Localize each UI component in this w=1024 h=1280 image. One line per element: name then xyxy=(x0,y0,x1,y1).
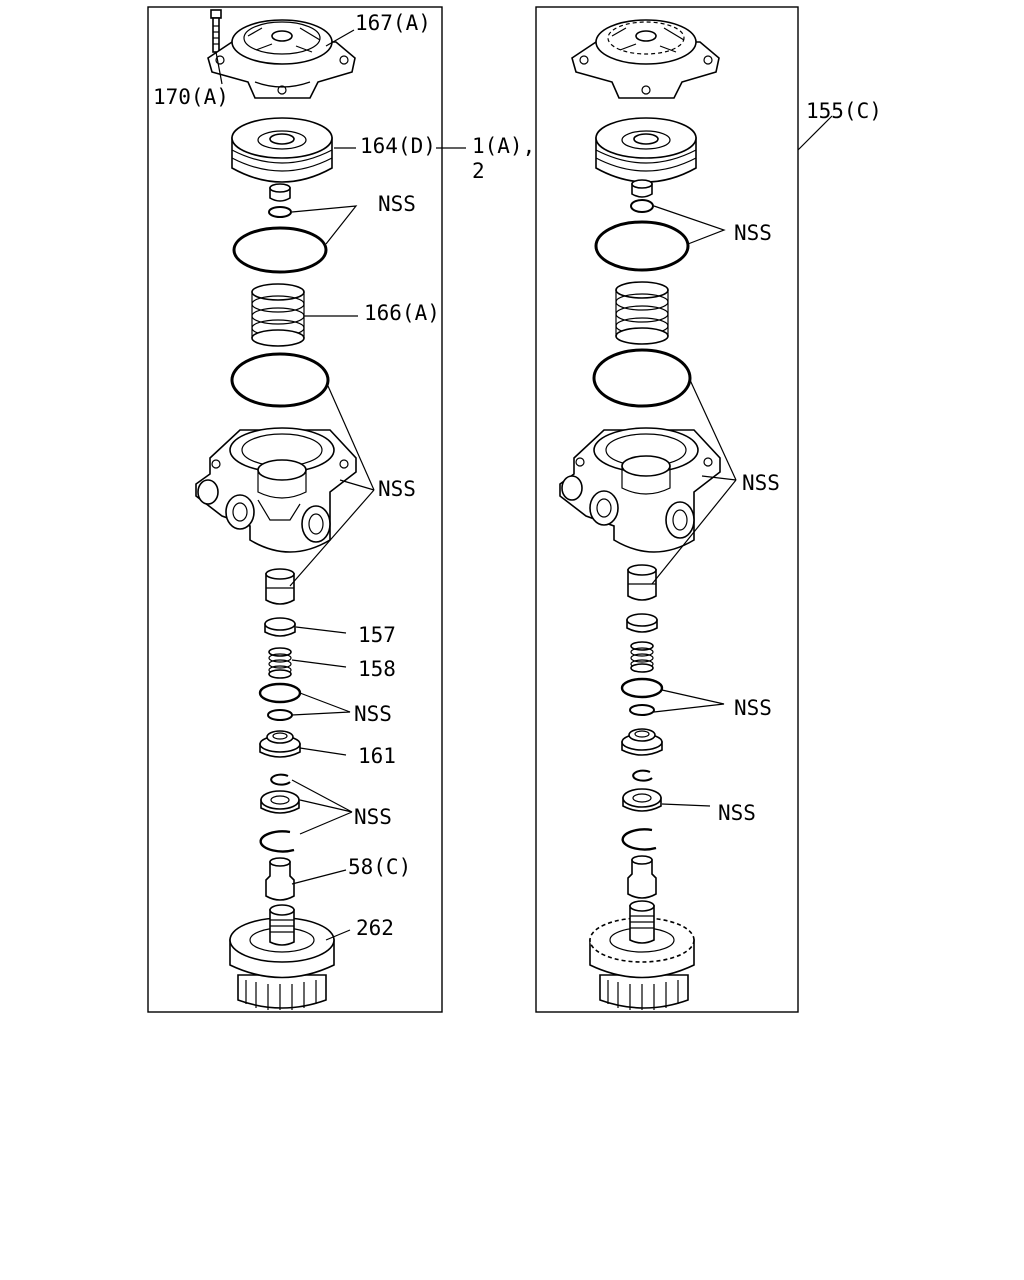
insert-cylinder xyxy=(265,568,295,605)
label-166a: 166(A) xyxy=(364,301,440,325)
mid-o-ring-small xyxy=(267,709,293,721)
label-167a: 167(A) xyxy=(355,11,431,35)
label-157: 157 xyxy=(358,623,396,647)
right-mid-o-ring-large xyxy=(620,677,664,699)
valve-body xyxy=(195,427,357,553)
label-170a: 170(A) xyxy=(153,85,229,109)
right-labels: 155(C) NSS NSS NSS NSS xyxy=(718,99,882,825)
mid-o-ring-large xyxy=(258,682,302,704)
piston-164 xyxy=(231,117,333,183)
spring-166 xyxy=(251,283,305,347)
label-nss-mid: NSS xyxy=(354,702,392,726)
spring-158 xyxy=(268,647,292,679)
right-bushing xyxy=(622,788,662,812)
small-o-ring xyxy=(268,206,292,218)
seal-161 xyxy=(259,730,301,758)
small-snap-ring xyxy=(270,773,291,786)
label-1a: 1(A), xyxy=(472,134,535,158)
left-leader-lines xyxy=(215,29,466,941)
large-snap-ring xyxy=(259,830,295,853)
bushing xyxy=(260,790,300,814)
cover-167 xyxy=(207,19,356,99)
right-plunger-58 xyxy=(627,855,657,899)
label-155c: 155(C) xyxy=(806,99,882,123)
label-262: 262 xyxy=(356,916,394,940)
right-leader-lines xyxy=(651,115,833,807)
label-nss-body: NSS xyxy=(378,477,416,501)
right-cap-262 xyxy=(589,900,695,1010)
left-panel-frame xyxy=(147,6,443,1013)
label-right-nss-body: NSS xyxy=(742,471,780,495)
small-plunger xyxy=(269,183,291,202)
right-piston xyxy=(595,117,697,183)
left-parts xyxy=(195,9,357,1010)
label-right-nss-mid: NSS xyxy=(734,696,772,720)
label-nss-top: NSS xyxy=(378,192,416,216)
label-58c: 58(C) xyxy=(348,855,411,879)
right-valve-body xyxy=(559,427,721,553)
label-right-nss-low: NSS xyxy=(718,801,756,825)
bolt-170 xyxy=(210,9,222,53)
left-labels: 167(A) 170(A) 164(D) 1(A), 2 NSS 166(A) … xyxy=(153,11,535,940)
right-part-157 xyxy=(626,613,658,633)
right-seal-161 xyxy=(621,728,663,756)
plunger-58 xyxy=(265,857,295,901)
right-mid-o-ring-small xyxy=(629,704,655,716)
right-small-snap-ring xyxy=(632,769,653,782)
label-nss-low: NSS xyxy=(354,805,392,829)
right-body-o-ring xyxy=(592,348,692,408)
label-161: 161 xyxy=(358,744,396,768)
label-158: 158 xyxy=(358,657,396,681)
label-right-nss-top: NSS xyxy=(734,221,772,245)
right-small-plunger xyxy=(631,179,653,198)
right-parts xyxy=(559,19,721,1010)
right-insert-cylinder xyxy=(627,564,657,601)
right-spring xyxy=(615,281,669,345)
right-large-snap-ring xyxy=(621,828,657,851)
cap-262 xyxy=(229,904,335,1010)
body-o-ring xyxy=(230,352,330,408)
right-small-o-ring xyxy=(630,199,654,213)
large-o-ring xyxy=(232,226,328,274)
right-cover xyxy=(571,19,720,99)
part-157 xyxy=(264,617,296,637)
label-164d: 164(D) xyxy=(360,134,436,158)
label-2: 2 xyxy=(472,159,485,183)
right-panel-frame xyxy=(535,6,799,1013)
right-spring-158 xyxy=(630,641,654,673)
right-large-o-ring xyxy=(594,220,690,272)
